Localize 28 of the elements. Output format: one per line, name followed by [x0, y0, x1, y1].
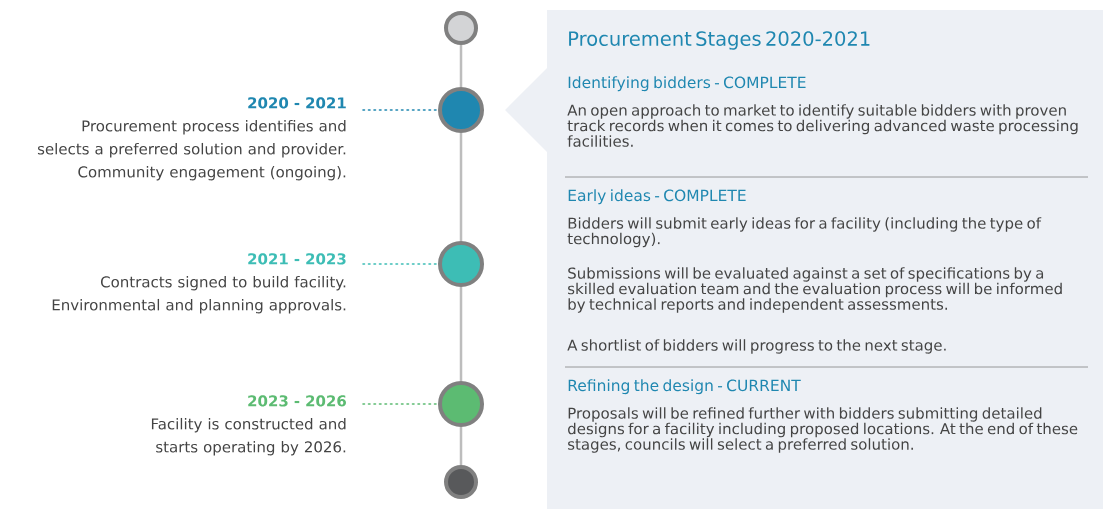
timeline-dot	[438, 241, 484, 287]
timeline-dot	[438, 87, 484, 133]
callout-panel	[505, 10, 1103, 509]
description: Contracts signed to build facility. Environmental and planning approvals.	[52, 275, 346, 314]
timeline-dot	[444, 465, 478, 499]
date-heading: 2020 - 2021	[248, 97, 346, 109]
date-heading: 2021 - 2023	[248, 253, 346, 265]
paragraph: Proposals will be refined further with bidders submitting detailed designs for a facility including proposed locations. At the end of these stages, councils will select a preferred solution.	[568, 407, 1078, 453]
description: Facility is constructed and starts operating by 2026.	[151, 417, 346, 456]
date-heading: 2023 - 2026	[248, 395, 346, 407]
description: Procurement process identifies and selects a preferred solution and provider. Community engagement (ongoing).	[37, 119, 346, 181]
paragraph: Submissions will be evaluated against a set of specifications by a skilled evaluation team and the evaluation process will be informed by technical reports and independent assessments.	[568, 267, 1062, 313]
leader-line	[362, 109, 439, 111]
timeline-line	[459, 45, 463, 87]
paragraph: A shortlist of bidders will progress to the next stage.	[567, 339, 946, 354]
leader-line	[362, 403, 439, 405]
timeline-dot	[438, 381, 484, 427]
paragraph: An open approach to market to identify suitable bidders with proven track records when it comes to delivering advanced waste processing facilities.	[567, 104, 1078, 147]
panel-title: Procurement Stages 2020-2021	[569, 31, 870, 50]
timeline-dot	[444, 11, 478, 45]
timeline-line	[459, 287, 463, 381]
leader-line	[362, 263, 439, 265]
section-heading: Early ideas - COMPLETE	[568, 189, 746, 205]
timeline-line	[459, 133, 463, 241]
section-heading: Refining the design - CURRENT	[568, 379, 801, 395]
timeline-line	[459, 427, 463, 465]
section-heading: Identifying bidders - COMPLETE	[568, 76, 806, 92]
paragraph: Bidders will submit early ideas for a facility (including the type of technology).	[567, 217, 1042, 248]
